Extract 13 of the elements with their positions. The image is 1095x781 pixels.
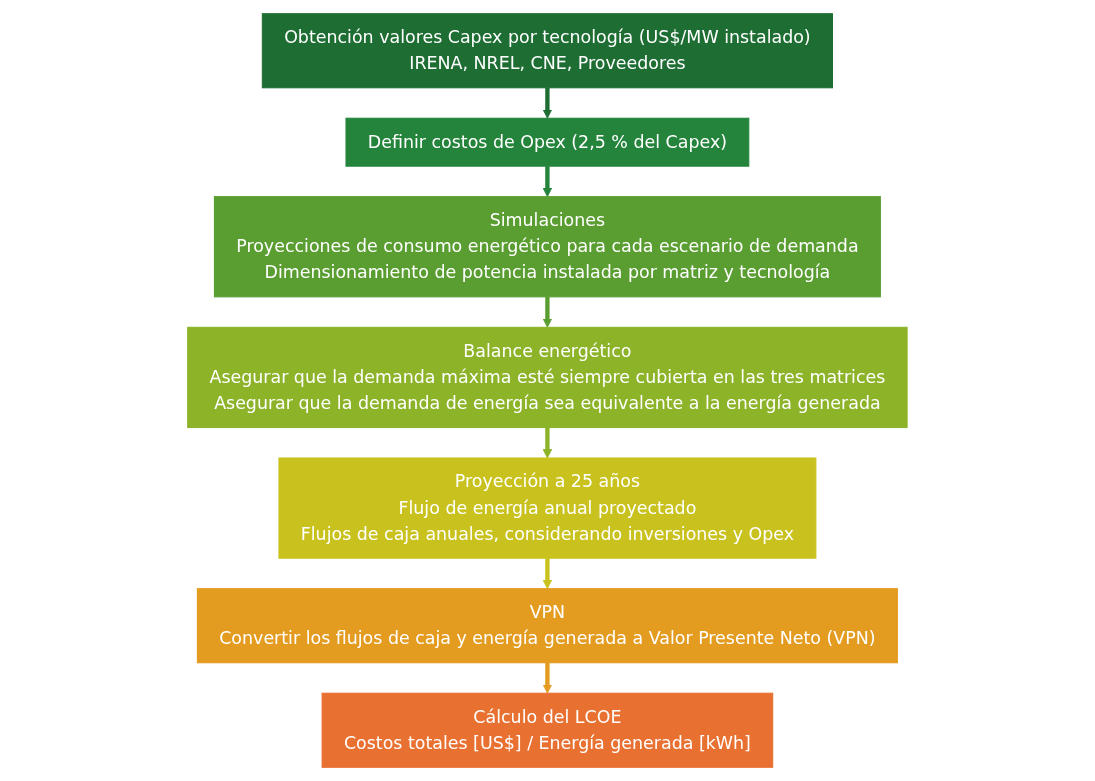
node-box: Obtención valores Capex por tecnología (US$/MW instalado) IRENA, NREL, CNE, Proveedores [261, 13, 834, 89]
arrow [542, 87, 553, 119]
arrow [542, 427, 553, 459]
arrow [542, 296, 553, 328]
node-box: Definir costos de Opex (2,5 % del Capex) [345, 117, 750, 167]
arrow [542, 558, 553, 590]
arrow [542, 166, 553, 198]
node-box: Balance energético Asegurar que la demanda máxima esté siempre cubierta en las tres matrices Asegurar que la demanda de energía sea equivalente a la energía generada [187, 326, 908, 429]
node-box: VPN Convertir los flujos de caja y energía generada a Valor Presente Neto (VPN) [196, 588, 898, 664]
arrow [542, 662, 553, 694]
node-box: Simulaciones Proyecciones de consumo energético para cada escenario de demanda Dimensionamiento de potencia instalada por matriz y tecnología [214, 196, 881, 298]
node-box: Proyección a 25 años Flujo de energía anual proyectado Flujos de caja anuales, considerando inversiones y Opex [278, 457, 817, 559]
node-box: Cálculo del LCOE Costos totales [US$] / Energía generada [kWh] [321, 692, 774, 768]
